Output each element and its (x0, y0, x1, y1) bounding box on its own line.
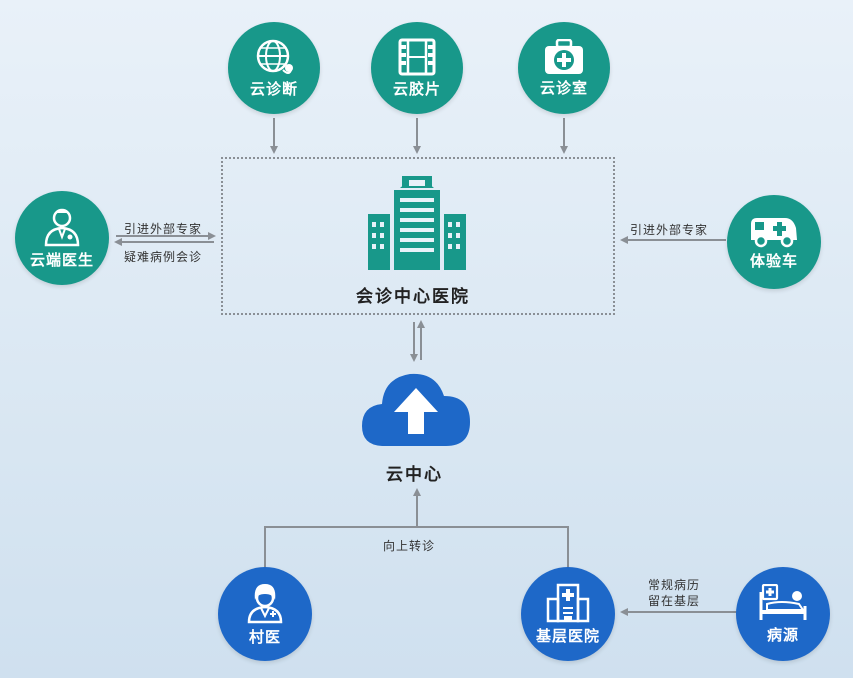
globe-stethoscope-icon (256, 39, 293, 74)
edge-label-referral: 向上转诊 (383, 539, 436, 553)
cloud-center-title: 云中心 (386, 465, 443, 485)
node-label: 基层医院 (535, 626, 600, 645)
node-primary-hospital[interactable]: 基层医院 (521, 567, 615, 661)
cloud-upload-icon (362, 373, 470, 446)
medical-kit-icon (545, 38, 583, 74)
edge-label-routine-2: 留在基层 (648, 594, 701, 608)
film-strip-icon (398, 38, 436, 75)
edge-label-left-2: 疑难病例会诊 (124, 250, 203, 264)
node-label: 云诊断 (249, 79, 298, 98)
node-patient-source[interactable]: 病源 (736, 567, 830, 661)
node-label: 村医 (248, 627, 281, 646)
hospital-icon (546, 583, 590, 622)
node-label: 云胶片 (392, 79, 441, 98)
ambulance-icon (751, 217, 797, 247)
node-exam-vehicle[interactable]: 体验车 (727, 195, 821, 289)
female-doctor-icon (247, 583, 283, 623)
node-village-doctor[interactable]: 村医 (218, 567, 312, 661)
node-label: 云诊室 (539, 78, 588, 97)
edge-label-routine-1: 常规病历 (648, 578, 701, 592)
node-cloud-clinic[interactable]: 云诊室 (518, 22, 610, 114)
node-cloud-doctor[interactable]: 云端医生 (15, 191, 109, 285)
node-label: 病源 (766, 625, 799, 644)
consultation-center-box (221, 157, 615, 315)
edge-label-left-1: 引进外部专家 (124, 222, 203, 236)
doctor-icon (44, 208, 80, 246)
edge-label-right-1: 引进外部专家 (630, 223, 709, 237)
hospital-building-icon (368, 176, 466, 270)
node-cloud-diagnosis[interactable]: 云诊断 (228, 22, 320, 114)
consultation-center-title: 会诊中心医院 (356, 287, 470, 307)
hospital-bed-icon (759, 583, 807, 620)
node-cloud-film[interactable]: 云胶片 (371, 22, 463, 114)
node-label: 云端医生 (29, 250, 94, 269)
node-label: 体验车 (749, 251, 798, 270)
